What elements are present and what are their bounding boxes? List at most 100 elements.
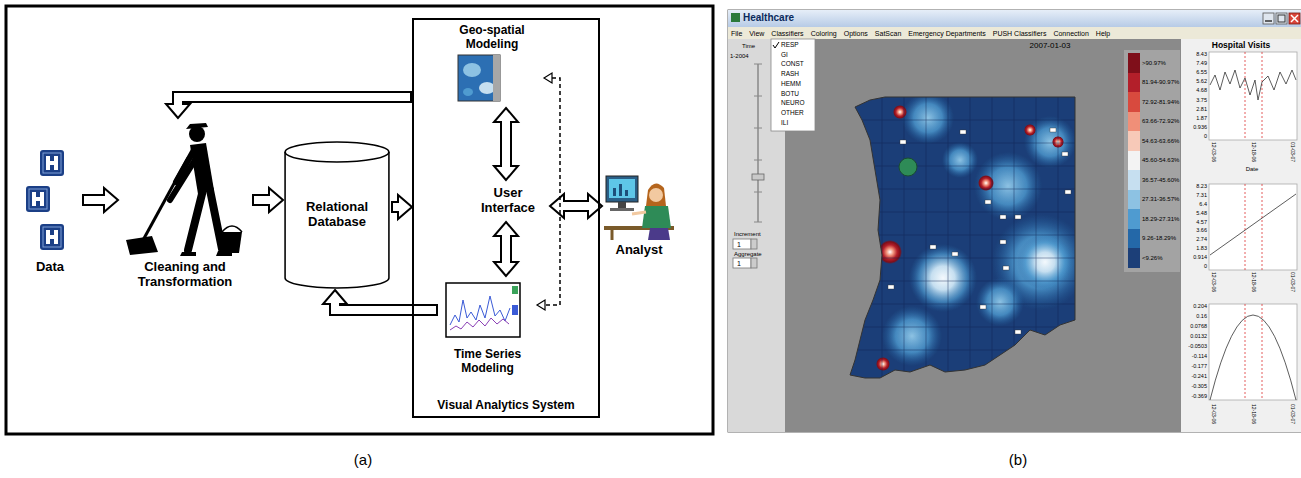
dropdown-item: CONST xyxy=(781,61,804,68)
legend-text: 27.31-36.57% xyxy=(1142,196,1179,202)
axis-tick: 6.4 xyxy=(1199,202,1207,208)
interface-box: User Interface xyxy=(466,180,550,222)
menu-item: File xyxy=(731,30,742,37)
dropdown-item: RASH xyxy=(781,71,799,78)
legend-text: 45.60-54.63% xyxy=(1142,157,1179,163)
chart-title: Hospital Visits xyxy=(1212,41,1270,50)
hollow-arrow xyxy=(82,188,118,212)
axis-tick: 3.75 xyxy=(1196,98,1207,104)
dashed-link xyxy=(545,78,560,305)
axis-date: 12-03-06 xyxy=(1211,404,1216,424)
legend-swatch xyxy=(1128,73,1140,93)
panel-label: (b) xyxy=(1009,452,1027,467)
legend-swatch xyxy=(1128,53,1140,73)
axis-tick: 8.23 xyxy=(1196,184,1207,190)
node-text: Data xyxy=(36,260,64,275)
axis-date: 01-03-07 xyxy=(1290,404,1295,424)
legend-swatch xyxy=(1128,112,1140,132)
node-text: Relational Database xyxy=(283,200,391,230)
window-title: Healthcare xyxy=(743,13,794,23)
axis-date: 12-03-06 xyxy=(1211,142,1216,162)
dropdown-item: GI xyxy=(781,52,788,59)
node-text: Time Series Modeling xyxy=(438,348,537,376)
legend-swatch xyxy=(1128,248,1140,268)
node-text: Cleaning and Transformation xyxy=(118,260,252,290)
menu-item: Coloring xyxy=(811,30,837,37)
hollow-arrow xyxy=(494,222,518,276)
dropdown-item: HEMM xyxy=(781,81,801,88)
legend-text: 81.94-90.97% xyxy=(1142,79,1179,85)
menu-item: Options xyxy=(844,30,868,37)
legend-text: 9.26-18.29% xyxy=(1142,235,1176,241)
dropdown-item: RESP xyxy=(781,42,799,49)
axis-tick: -0.114 xyxy=(1192,354,1207,360)
axis-tick: 0.0132 xyxy=(1190,334,1207,340)
legend-text: 63.66-72.92% xyxy=(1142,118,1179,124)
arrow-head xyxy=(544,73,552,83)
axis-tick: 0 xyxy=(1204,134,1207,140)
axis-tick: 1.87 xyxy=(1196,116,1207,122)
dashed-connector xyxy=(537,73,560,310)
axis-tick: 2.81 xyxy=(1196,107,1207,113)
legend-swatch xyxy=(1128,190,1140,210)
axis-tick: 8.43 xyxy=(1196,52,1207,58)
date-label: 2007-01-03 xyxy=(1030,42,1071,50)
axis-tick: 5.62 xyxy=(1196,79,1207,85)
arrow-fill xyxy=(502,119,510,169)
dropdown-item: ILI xyxy=(781,120,788,127)
axis-tick: -0.177 xyxy=(1191,364,1207,370)
control-label: Time xyxy=(742,43,755,49)
database-cylinder: Relational Database xyxy=(283,140,391,290)
legend-swatch xyxy=(1128,209,1140,229)
node-text: Geo-spatial Modeling xyxy=(440,24,544,52)
hollow-arrow xyxy=(252,188,283,212)
legend-text: >90.97% xyxy=(1142,60,1166,66)
menu-item: Help xyxy=(1096,30,1110,37)
control-label: Increment xyxy=(734,231,761,237)
arrow-fill xyxy=(335,301,436,310)
menu-item: SatScan xyxy=(875,30,901,37)
legend-swatch xyxy=(1128,170,1140,190)
menu-item: Classifiers xyxy=(771,30,803,37)
axis-date: 12-18-06 xyxy=(1251,142,1256,162)
axis-tick: 0.204 xyxy=(1193,304,1207,310)
legend-swatch xyxy=(1128,131,1140,151)
axis-tick: -0.305 xyxy=(1191,384,1207,390)
arrow-fill xyxy=(393,203,401,211)
arrow-fill xyxy=(178,97,410,107)
dropdown-item: BOTU xyxy=(781,91,799,98)
system-box: Visual Analytics SystemGeo-spatial Model… xyxy=(412,18,600,418)
panel-label: (a) xyxy=(354,452,372,467)
axis-tick: 2.74 xyxy=(1196,237,1207,243)
menu-item: Emergency Departments xyxy=(908,30,985,37)
node-text: User Interface xyxy=(466,186,550,216)
arrow-fill xyxy=(561,202,591,210)
axis-tick: 0.914 xyxy=(1193,255,1207,261)
process-figure: Cleaning and Transformation xyxy=(118,118,252,290)
menu-item: View xyxy=(749,30,764,37)
node-text: Analyst xyxy=(616,243,663,258)
legend-text: 36.57-45.60% xyxy=(1142,177,1179,183)
hollow-arrow xyxy=(494,108,518,180)
axis-tick: 5.48 xyxy=(1196,211,1207,217)
dropdown-item: OTHER xyxy=(781,110,804,117)
control-label: 1-2004 xyxy=(730,53,749,59)
user-figure: Analyst xyxy=(602,170,676,258)
axis-date: 01-03-07 xyxy=(1290,272,1295,292)
axis-tick: -0.0503 xyxy=(1188,344,1207,350)
axis-date: 12-18-06 xyxy=(1251,404,1256,424)
arrow-fill xyxy=(84,196,107,204)
axis-tick: 7.31 xyxy=(1196,193,1207,199)
axis-tick: 6.55 xyxy=(1196,70,1207,76)
cylinder-rim xyxy=(285,152,389,162)
axis-tick: 0.936 xyxy=(1193,125,1207,131)
axis-tick: 0.0768 xyxy=(1190,324,1207,330)
hollow-arrow xyxy=(323,290,438,310)
arrow-fill xyxy=(502,233,510,265)
legend-swatch xyxy=(1128,229,1140,249)
axis-tick: -0.369 xyxy=(1191,394,1207,400)
spinner-value: 1 xyxy=(737,260,741,267)
hollow-arrow xyxy=(550,194,602,218)
